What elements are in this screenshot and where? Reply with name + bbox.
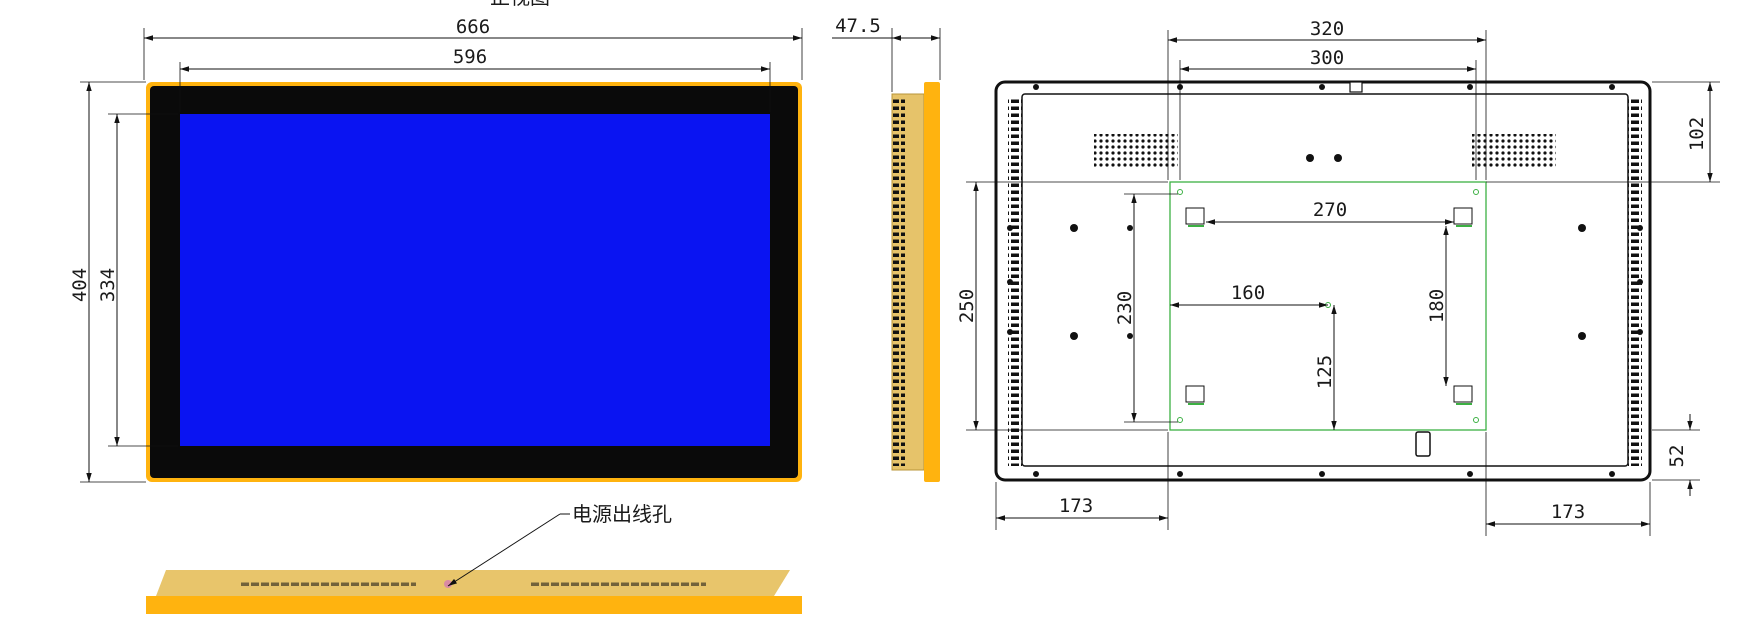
- back-top-notch: [1349, 81, 1363, 93]
- vesa-hole-tr: [1453, 207, 1473, 225]
- top-caption: 正视图: [490, 0, 550, 9]
- dim-plate-height: 250: [956, 289, 978, 323]
- vesa-hole-tl: [1185, 207, 1205, 225]
- dim-vesa-height: 180: [1426, 289, 1448, 323]
- back-side-vent-right: [1628, 96, 1642, 466]
- dim-right-offset: 173: [1551, 501, 1585, 523]
- back-view: 320 300 102 250 230 270 180 160 125: [956, 18, 1720, 536]
- dim-hole-span-inner: 300: [1310, 47, 1344, 69]
- vesa-hole-bl: [1185, 385, 1205, 403]
- dim-vesa-width: 270: [1313, 199, 1347, 221]
- front-screen: [180, 114, 770, 446]
- dim-hole-span-outer: 320: [1310, 18, 1344, 40]
- bottom-port-slots-right: [530, 580, 706, 588]
- dim-overall-height: 404: [69, 268, 91, 302]
- front-view: 666 596 404 334: [69, 16, 803, 483]
- dim-depth: 47.5: [835, 15, 881, 37]
- dim-screen-height: 334: [97, 268, 119, 302]
- bottom-port-slots-left: [240, 580, 416, 588]
- dim-overall-width: 666: [456, 16, 490, 38]
- bottom-view: 电源出线孔: [146, 502, 802, 614]
- callout-power-hole: 电源出线孔: [572, 502, 672, 526]
- bottom-front-panel: [146, 596, 802, 614]
- dim-inner-height: 230: [1114, 291, 1136, 325]
- side-front-panel: [924, 82, 940, 482]
- dim-center-y: 125: [1314, 355, 1336, 389]
- dim-screen-width: 596: [453, 46, 487, 68]
- back-vent-left: [1094, 134, 1178, 168]
- back-vent-right: [1472, 134, 1556, 168]
- dim-left-offset: 173: [1059, 495, 1093, 517]
- dim-center-x: 160: [1231, 282, 1265, 304]
- side-view: 47.5: [832, 15, 941, 482]
- side-vent-strip: [893, 96, 905, 466]
- back-outer-frame: [994, 80, 1652, 482]
- back-cable-port: [1415, 431, 1431, 457]
- dim-top-offset: 102: [1686, 117, 1708, 151]
- back-side-vent-left: [1008, 96, 1022, 466]
- vesa-hole-br: [1453, 385, 1473, 403]
- bottom-housing: [156, 570, 790, 596]
- callout-leader: [447, 513, 561, 587]
- dim-bottom-offset: 52: [1666, 445, 1688, 468]
